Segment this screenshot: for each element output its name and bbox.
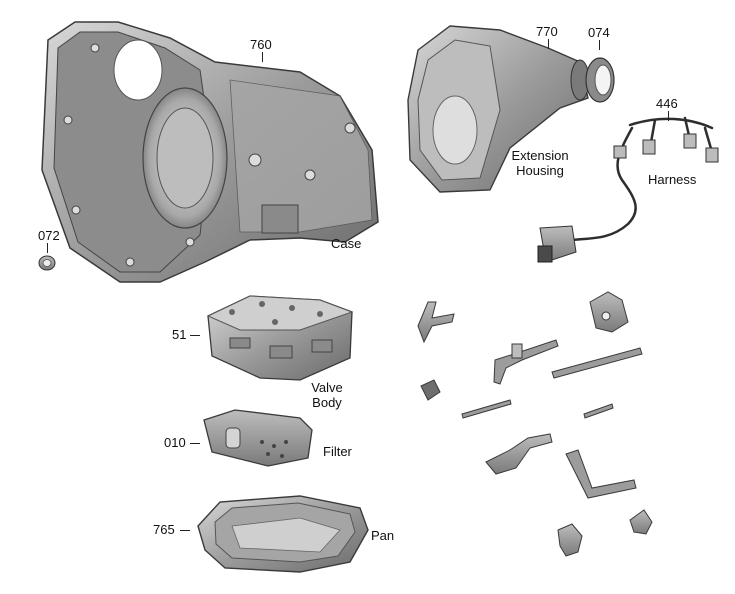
extension-housing-leader-line [548, 39, 549, 49]
valve-body-name-line2: Body [312, 395, 342, 410]
bushing-number-label: 072 [38, 228, 60, 243]
extension-housing-image [407, 25, 590, 193]
oil-pan-image [197, 495, 369, 573]
harness-connectors-image [537, 133, 719, 263]
case-name-label: Case [331, 236, 362, 251]
filter-image [203, 409, 313, 467]
seal-leader-line [599, 40, 600, 50]
valve-body-number-label: 51 [172, 327, 187, 342]
extension-housing-name-line1: Extension [511, 148, 569, 163]
harness-number-label: 446 [656, 96, 678, 111]
valve-body-leader-line [190, 335, 200, 336]
seal-number-label: 074 [588, 25, 610, 40]
seal-image [585, 57, 615, 103]
bushing-leader-line [47, 243, 48, 253]
bushing-image [38, 255, 56, 271]
extension-housing-name-line2: Housing [516, 163, 564, 178]
extension-housing-number-label: 770 [536, 24, 558, 39]
case-leader-line [262, 52, 263, 62]
pan-leader-line [180, 530, 190, 531]
transmission-case-image [41, 21, 379, 283]
valve-body-name-label: Valve Body [302, 380, 352, 410]
extension-housing-name-label: Extension Housing [504, 148, 576, 178]
filter-leader-line [190, 443, 200, 444]
harness-name-label: Harness [648, 172, 697, 187]
shift-linkage-parts-image [417, 291, 653, 557]
case-number-label: 760 [250, 37, 272, 52]
valve-body-name-line1: Valve [311, 380, 343, 395]
harness-leader-line [668, 111, 669, 121]
pan-number-label: 765 [153, 522, 175, 537]
filter-name-label: Filter [323, 444, 352, 459]
pan-name-label: Pan [371, 528, 395, 543]
valve-body-image [206, 295, 354, 381]
filter-number-label: 010 [164, 435, 186, 450]
